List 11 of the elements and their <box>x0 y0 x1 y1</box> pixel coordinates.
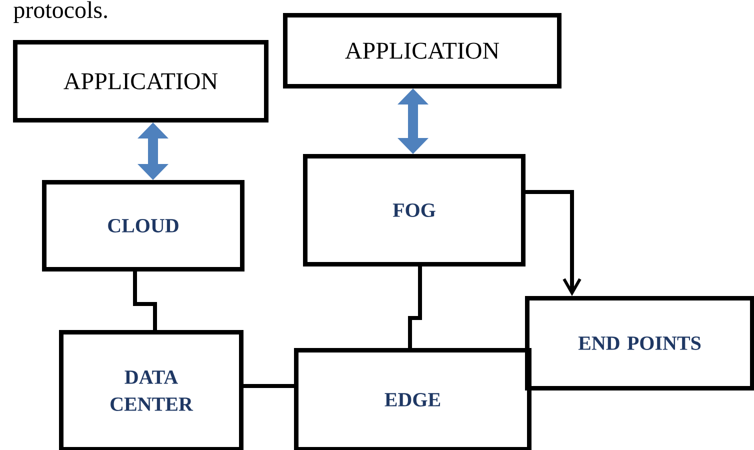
layer-box: FOG <box>303 154 526 266</box>
layer-box: CLOUD <box>42 180 244 272</box>
connector-line <box>133 272 157 330</box>
arrow <box>526 190 582 296</box>
connector-line <box>408 266 422 348</box>
layer-box: END POINTS <box>525 296 754 390</box>
application-box: APPLICATION <box>13 40 268 122</box>
layer-box: DATA CENTER <box>59 330 244 450</box>
connector-line <box>244 384 294 388</box>
application-box: APPLICATION <box>283 13 562 88</box>
layer-box: EDGE <box>294 348 532 450</box>
